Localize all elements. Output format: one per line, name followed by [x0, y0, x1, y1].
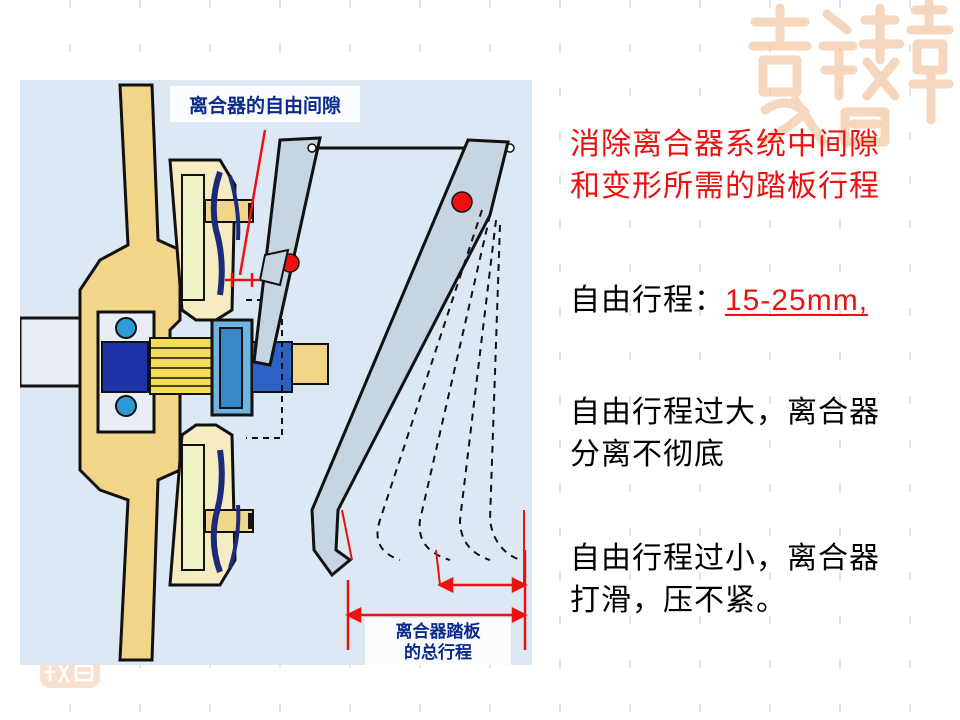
diaphragm-spring-upper — [210, 170, 225, 296]
headline-line-2: 和变形所需的踏板行程 — [570, 169, 880, 204]
bearing-ball-lower — [115, 395, 137, 417]
too-small-statement: 自由行程过小，离合器 打滑，压不紧。 — [570, 538, 950, 622]
decorative-seal — [748, 0, 954, 147]
headline: 消除离合器系统中间隙 和变形所需的踏板行程 — [570, 124, 950, 208]
free-travel-value: 15-25mm, — [725, 284, 869, 317]
shaft-core — [101, 341, 149, 393]
too-small-line-1: 自由行程过小，离合器 — [570, 541, 880, 576]
free-travel-statement: 自由行程：15-25mm, — [570, 280, 950, 322]
splined-hub — [149, 337, 213, 395]
friction-disc-lower — [181, 444, 205, 571]
label-total-travel-line2: 的总行程 — [404, 642, 472, 663]
friction-disc-upper — [181, 174, 205, 301]
corner-stamp — [40, 658, 100, 688]
too-large-statement: 自由行程过大，离合器 分离不彻底 — [570, 392, 950, 476]
label-total-travel-line1: 离合器踏板 — [396, 621, 482, 642]
too-small-line-2: 打滑，压不紧。 — [570, 583, 787, 618]
diaphragm-spring-lower — [210, 449, 225, 574]
input-shaft — [291, 343, 329, 385]
too-large-line-2: 分离不彻底 — [570, 437, 725, 472]
headline-line-1: 消除离合器系统中间隙 — [570, 127, 880, 162]
clutch-diagram: 离合器的自由间隙 离合器踏板 的总行程 — [20, 80, 532, 665]
pedal-lever — [310, 138, 510, 578]
free-clearance-pointer — [225, 129, 267, 287]
total-travel-dimension — [345, 550, 528, 650]
pedal-pivot — [451, 191, 473, 213]
label-free-clearance: 离合器的自由间隙 — [189, 94, 341, 117]
bearing-ball-upper — [115, 317, 137, 339]
free-travel-label: 自由行程： — [570, 283, 725, 318]
too-large-line-1: 自由行程过大，离合器 — [570, 395, 880, 430]
